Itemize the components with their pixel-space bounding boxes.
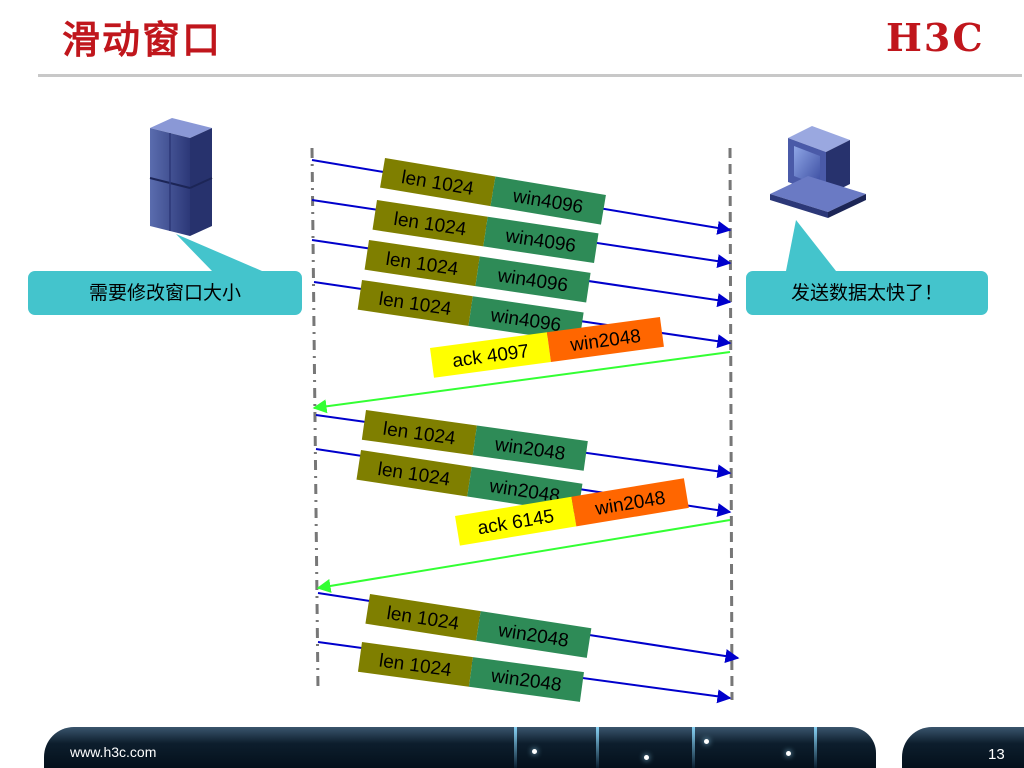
ack-arrow [316,519,731,593]
footer-light-dot [704,739,709,744]
ack-arrow [312,351,731,414]
window-size-box [571,478,689,527]
page-number: 13 [988,746,1005,763]
footer-page-tab [902,727,1024,768]
window-size-box [468,296,584,343]
right-callout-tail [786,220,836,271]
ack-number-box [455,496,577,546]
computer-icon [770,126,866,218]
ack-number-box [430,332,551,378]
footer-light-dot [644,755,649,760]
window-size-box [468,657,584,702]
segment-length-box [364,240,480,287]
footer-light-streak [514,727,517,768]
segment-length-box [361,410,477,456]
receiver-timeline [728,147,734,701]
window-size-box [476,611,592,658]
h3c-logo: H3C [886,18,985,58]
window-size-box [475,256,591,303]
right-callout: 发送数据太快了！ [746,271,988,315]
window-size-box [483,216,599,264]
footer-light-streak [692,727,695,768]
segment-length-box [357,642,473,687]
segment-length-box [356,450,472,497]
footer-light-dot [786,751,791,756]
slide-title: 滑动窗口 [62,18,223,62]
sender-timeline [310,147,320,691]
segment-length-box [372,200,488,247]
segment-length-box [357,280,473,326]
segment-length-box [365,594,481,641]
header-divider [38,74,1022,77]
footer-light-dot [532,749,537,754]
footer-bar [44,727,876,768]
left-callout-tail [176,234,262,271]
h3c-logo-text: H3C [886,18,985,58]
segment-length-box [380,158,496,207]
footer-light-streak [814,727,817,768]
footer-url: www.h3c.com [70,744,157,760]
left-callout: 需要修改窗口大小 [28,271,302,315]
footer-light-streak [596,727,599,768]
server-icon [149,118,213,236]
window-size-box [490,176,606,225]
window-size-box [472,425,588,471]
window-size-box [546,317,664,362]
